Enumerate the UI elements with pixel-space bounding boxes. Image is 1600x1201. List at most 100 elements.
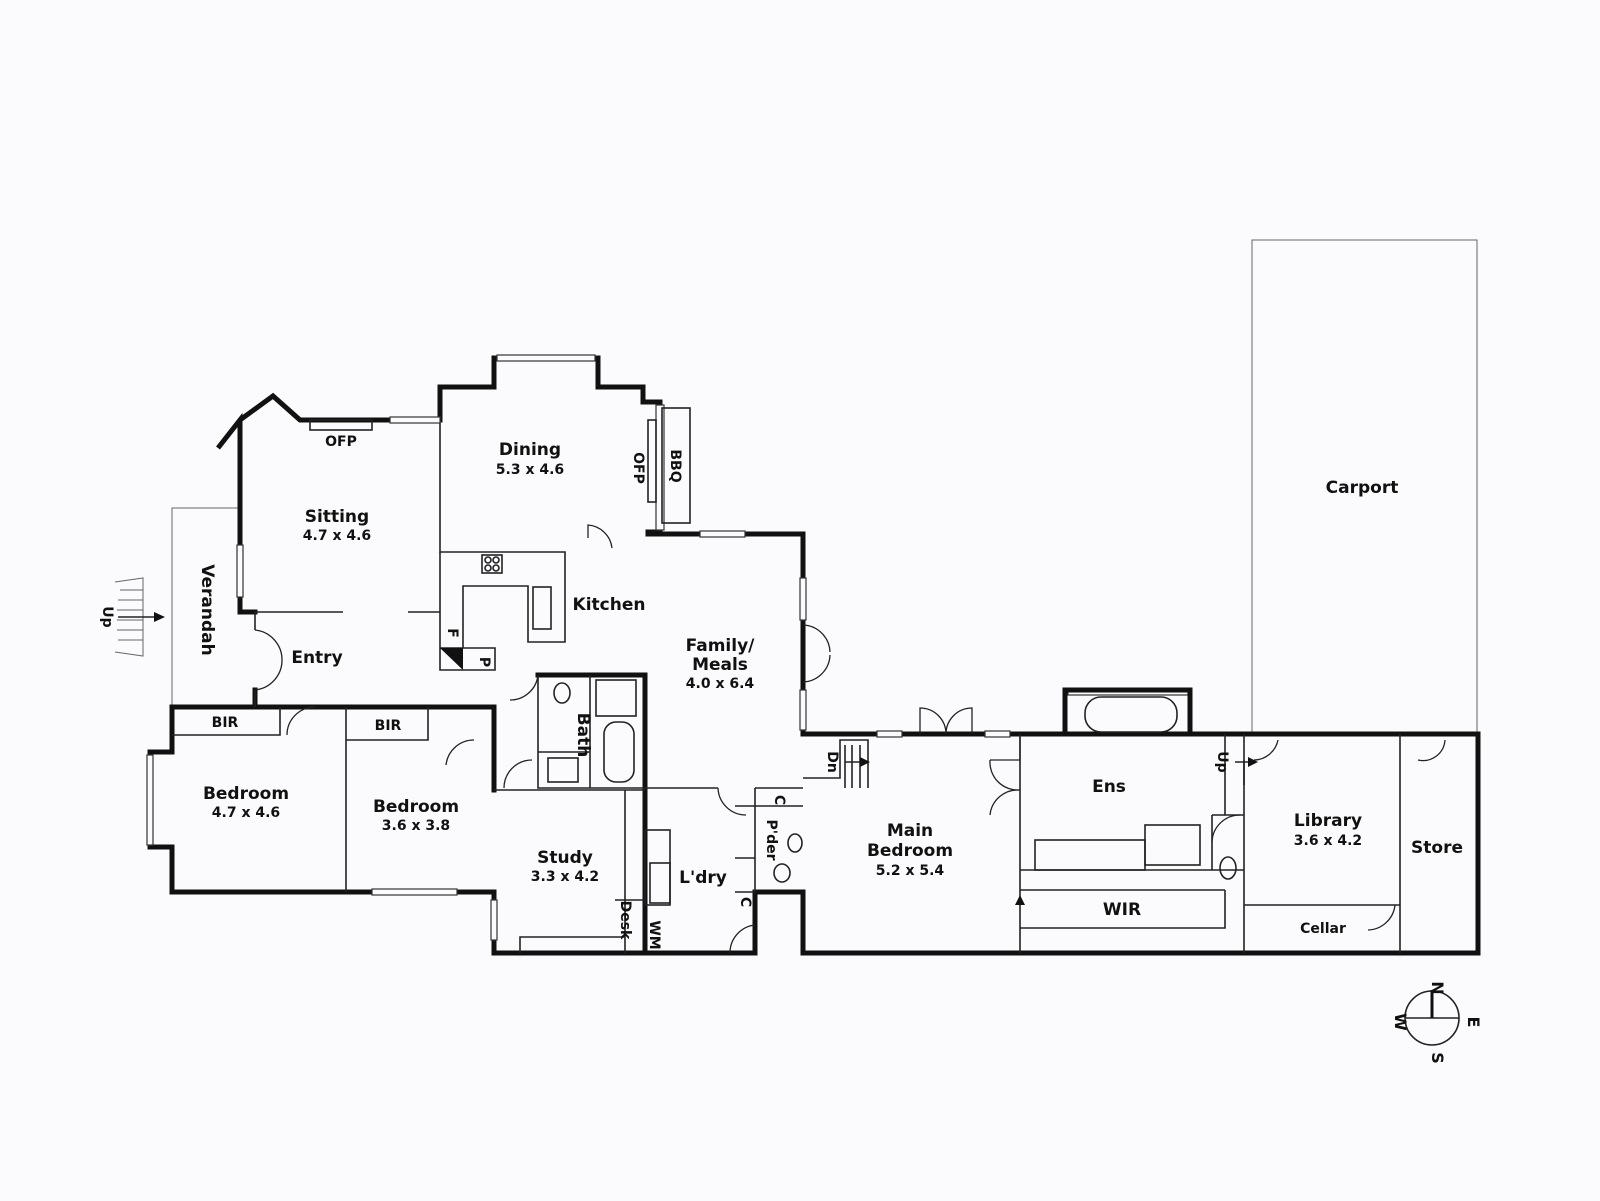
window-sitting-north (389, 416, 441, 424)
cooktop-burner (484, 564, 492, 572)
room-verandah-name: Verandah (197, 564, 217, 655)
room-main-bedroom-line2: Bedroom (867, 841, 953, 861)
room-family-name-line2: Meals (692, 655, 748, 675)
compass-s: S (1428, 1052, 1447, 1064)
door-library (1253, 739, 1279, 761)
powder-basin-icon (773, 863, 791, 883)
ofp-dining (647, 419, 657, 503)
door-entry (254, 629, 283, 691)
window-study-west (490, 899, 498, 941)
label-bir2: BIR (375, 718, 402, 734)
kitchen-pantry-block (440, 648, 463, 670)
label-ofp-sitting: OFP (325, 434, 357, 450)
window-family-east1 (799, 577, 807, 621)
room-bedroom2-name: Bedroom (373, 797, 459, 817)
room-library-name: Library (1294, 811, 1362, 831)
room-cellar-name: Cellar (1300, 921, 1346, 937)
up-stair-arrowhead (1248, 757, 1258, 767)
cooktop-icon (481, 554, 503, 574)
int-kitchen-pantry (439, 552, 496, 671)
wir-arrowhead (1015, 895, 1025, 905)
ens-bay-walls (1062, 687, 1193, 737)
room-main-bedroom-line1: Main (887, 821, 933, 841)
dn-stair-arrowhead (860, 757, 870, 767)
bedroom-block-wall (147, 687, 1481, 956)
room-bath-name: Bath (573, 713, 593, 758)
room-family-name-line1: Family/ (686, 636, 756, 656)
room-study-dims: 3.3 x 4.2 (531, 869, 599, 885)
compass-e: E (1464, 1017, 1483, 1028)
laundry-tub-icon (649, 862, 671, 904)
door-bath (509, 674, 539, 701)
int-bedrooms-divider (172, 707, 429, 892)
int-dn-stair (803, 739, 869, 788)
room-store-name: Store (1411, 838, 1463, 858)
room-powder-name: P'der (763, 820, 779, 861)
door-ens-wc (1211, 814, 1241, 843)
door-store (1417, 739, 1446, 762)
door-bed2 (445, 739, 475, 766)
room-main-bedroom-dims: 5.2 x 5.4 (876, 863, 945, 879)
door-laundry (717, 787, 747, 816)
door-ens-west (989, 735, 1021, 816)
window-sitting-west (236, 544, 244, 598)
window-family-north (699, 530, 746, 538)
verandah-stair-arrowhead (154, 612, 165, 622)
compass-w: W (1391, 1013, 1410, 1031)
room-sitting-dims: 4.7 x 4.6 (303, 528, 371, 544)
room-dining-dims: 5.3 x 4.6 (496, 462, 564, 478)
int-sitting-entry (254, 611, 440, 707)
sink-icon (532, 586, 552, 630)
bedroom-top-wall (252, 704, 497, 793)
room-carport-name: Carport (1326, 478, 1399, 498)
west-wing-walls (216, 355, 806, 737)
window-dining-north (496, 354, 596, 362)
room-laundry-name: L'dry (679, 868, 727, 888)
room-bedroom1-dims: 4.7 x 4.6 (212, 805, 280, 821)
verandah-outline (171, 507, 240, 707)
door-main-north (919, 707, 973, 735)
laundry-bench (644, 829, 671, 906)
door-dining (587, 524, 613, 549)
ofp-sitting (309, 419, 373, 431)
ens-shower-icon (1144, 824, 1201, 866)
cooktop-burner (492, 564, 500, 572)
window-main-north1 (876, 730, 903, 738)
room-sitting-name: Sitting (305, 507, 369, 527)
int-library-store (1244, 734, 1401, 953)
bbq-unit (661, 407, 691, 524)
room-library-dims: 3.6 x 4.2 (1294, 833, 1362, 849)
window-family-east2 (799, 689, 807, 731)
ens-bath-icon (1084, 696, 1178, 733)
label-desk: Desk (617, 901, 633, 940)
room-kitchen-name: Kitchen (573, 595, 646, 615)
int-laundry-walls (645, 787, 803, 893)
room-bedroom1-name: Bedroom (203, 784, 289, 804)
int-main-ens (1019, 734, 1245, 953)
room-bedroom2-dims: 3.6 x 3.8 (382, 818, 450, 834)
room-family-dims: 4.0 x 6.4 (686, 676, 755, 692)
room-entry-name: Entry (291, 648, 342, 668)
ens-toilet-icon (1219, 856, 1237, 880)
room-dining-name: Dining (499, 440, 561, 460)
door-cellar (1367, 904, 1396, 931)
label-cupboard1: C (771, 795, 787, 805)
label-wm: WM (646, 920, 662, 949)
sitting-west-wall (237, 471, 258, 615)
int-kitchen-top (439, 420, 566, 648)
cooktop-burner (484, 556, 492, 564)
int-study-walls (494, 789, 645, 953)
window-bed1-west (146, 754, 154, 846)
toilet-icon (553, 682, 571, 704)
label-cupboard2: C (737, 897, 753, 907)
ens-vanity-icon (1034, 839, 1146, 871)
shower-icon (595, 679, 637, 717)
label-fridge: F (444, 628, 460, 638)
room-wir-name: WIR (1103, 900, 1141, 920)
door-laundry-ext (729, 924, 756, 954)
compass-icon: N E S W (1391, 981, 1483, 1063)
cooktop-burner (492, 556, 500, 564)
label-ofp-dining: OFP (630, 452, 646, 484)
room-ensuite-name: Ens (1092, 777, 1126, 797)
